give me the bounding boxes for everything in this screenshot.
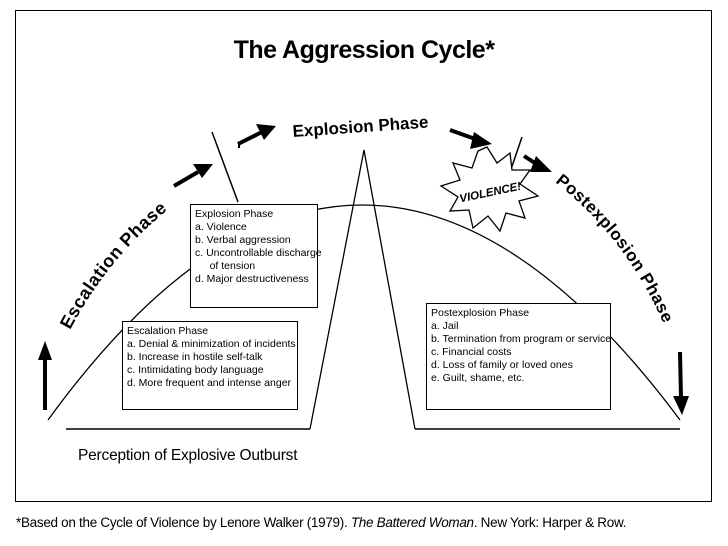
explosion-peak [309, 149, 416, 430]
postexplosion-phase-box: Postexplosion Phase a. Jail b. Terminati… [426, 303, 611, 410]
explosion-box-header: Explosion Phase [195, 208, 274, 220]
postexplosion-item: c. Financial costs [431, 346, 512, 358]
explosion-phase-heading: Explosion Phase [292, 113, 429, 141]
footnote-book-title: The Battered Woman [350, 515, 474, 530]
arrow-left-up [38, 341, 52, 410]
arrow-escalation-top [172, 164, 213, 188]
arrow-to-explosion-1 [237, 124, 276, 146]
escalation-phase-box: Escalation Phase a. Denial & minimizatio… [122, 321, 298, 410]
explosion-phase-box: Explosion Phase a. Violence b. Verbal ag… [190, 204, 322, 308]
diagram-frame [15, 10, 712, 502]
escalation-box-header: Escalation Phase [127, 325, 209, 337]
violence-starburst [439, 146, 540, 233]
baseline-label: Perception of Explosive Outburst [78, 447, 298, 464]
footnote-suffix: . New York: Harper & Row. [473, 515, 627, 530]
postexplosion-item: e. Guilt, shame, etc. [431, 372, 525, 384]
arrow-from-explosion [449, 128, 492, 149]
escalation-item: d. More frequent and intense anger [127, 377, 292, 389]
postexplosion-item: b. Termination from program or service [431, 333, 612, 345]
postexplosion-box-header: Postexplosion Phase [431, 307, 530, 319]
postexplosion-item: a. Jail [431, 320, 459, 332]
footnote: *Based on the Cycle of Violence by Lenor… [16, 515, 626, 530]
escalation-item: b. Increase in hostile self-talk [127, 351, 263, 363]
explosion-item: d. Major destructiveness [195, 273, 309, 285]
escalation-item: c. Intimidating body language [127, 364, 264, 376]
explosion-item: a. Violence [195, 221, 247, 233]
footnote-prefix: *Based on the Cycle of Violence by Lenor… [16, 515, 351, 530]
escalation-phase-heading: Escalation Phase [56, 197, 171, 331]
explosion-item: c. Uncontrollable discharge [195, 247, 322, 259]
phase-divider-left [211, 131, 239, 203]
arrow-right-down [673, 351, 689, 415]
escalation-phase-text: Escalation Phase [56, 197, 170, 331]
explosion-item: b. Verbal aggression [195, 234, 291, 246]
explosion-item: of tension [195, 260, 256, 272]
page-title: The Aggression Cycle* [233, 36, 495, 64]
postexplosion-item: d. Loss of family or loved ones [431, 359, 573, 371]
escalation-item: a. Denial & minimization of incidents [127, 338, 296, 350]
arrow-postexplosion-top [522, 154, 552, 172]
